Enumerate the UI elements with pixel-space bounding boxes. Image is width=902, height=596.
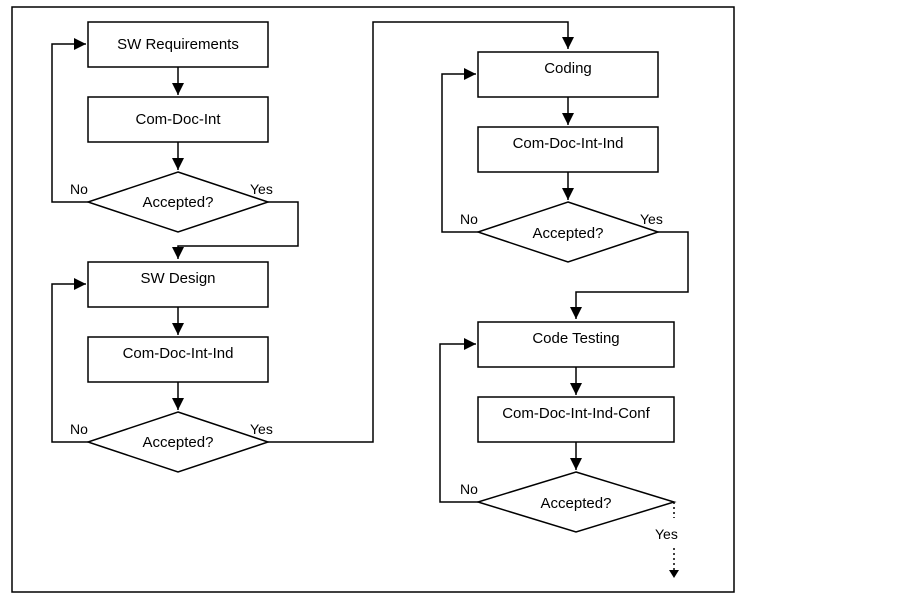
decision-2-yes-label: Yes	[250, 421, 273, 437]
node-review-com-doc-int-ind-1: Com-Doc-Int-Ind	[87, 336, 269, 383]
node-sw-requirements-label: SW Requirements	[117, 36, 239, 53]
node-coding: Coding	[477, 51, 659, 98]
decision-1-no-label: No	[70, 181, 88, 197]
decision-accepted-1: Accepted?	[85, 171, 271, 233]
node-sw-design-label: SW Design	[140, 270, 215, 287]
edge-decision2-yes-to-coding	[268, 21, 574, 443]
edge-decision3-no-loop	[441, 68, 478, 233]
decision-accepted-3-label: Accepted?	[533, 225, 604, 242]
decision-4-yes-label: Yes	[655, 526, 678, 542]
node-review-com-doc-int-ind-1-label: Com-Doc-Int-Ind	[123, 345, 234, 362]
decision-3-yes-label: Yes	[640, 211, 663, 227]
node-sw-design: SW Design	[87, 261, 269, 308]
decision-accepted-4: Accepted?	[475, 471, 677, 533]
decision-accepted-4-label: Accepted?	[541, 495, 612, 512]
decision-4-no-label: No	[460, 481, 478, 497]
decision-2-no-label: No	[70, 421, 88, 437]
edge-decision1-no-loop	[51, 38, 88, 203]
node-coding-label: Coding	[544, 60, 592, 77]
node-code-testing-label: Code Testing	[532, 330, 619, 347]
decision-3-no-label: No	[460, 211, 478, 227]
decision-accepted-1-label: Accepted?	[143, 194, 214, 211]
decision-1-yes-label: Yes	[250, 181, 273, 197]
node-review-com-doc-int-ind-conf-label: Com-Doc-Int-Ind-Conf	[502, 405, 650, 422]
node-review-com-doc-int-ind-conf: Com-Doc-Int-Ind-Conf	[477, 396, 675, 443]
node-review-com-doc-int-label: Com-Doc-Int	[135, 111, 221, 128]
edge-decision4-no-loop	[439, 338, 478, 503]
decision-accepted-3: Accepted?	[475, 201, 661, 263]
diagram-frame	[11, 6, 735, 593]
edge-decision2-no-loop	[51, 278, 88, 443]
edge-decision1-yes	[172, 201, 299, 259]
node-review-com-doc-int-ind-2-label: Com-Doc-Int-Ind	[513, 135, 624, 152]
node-review-com-doc-int-ind-2: Com-Doc-Int-Ind	[477, 126, 659, 173]
node-sw-requirements: SW Requirements	[87, 21, 269, 68]
node-review-com-doc-int: Com-Doc-Int	[87, 96, 269, 143]
edge-decision4-yes-arrowhead	[669, 570, 679, 578]
edge-decision3-yes	[570, 231, 689, 319]
decision-accepted-2: Accepted?	[85, 411, 271, 473]
node-code-testing: Code Testing	[477, 321, 675, 368]
decision-accepted-2-label: Accepted?	[143, 434, 214, 451]
